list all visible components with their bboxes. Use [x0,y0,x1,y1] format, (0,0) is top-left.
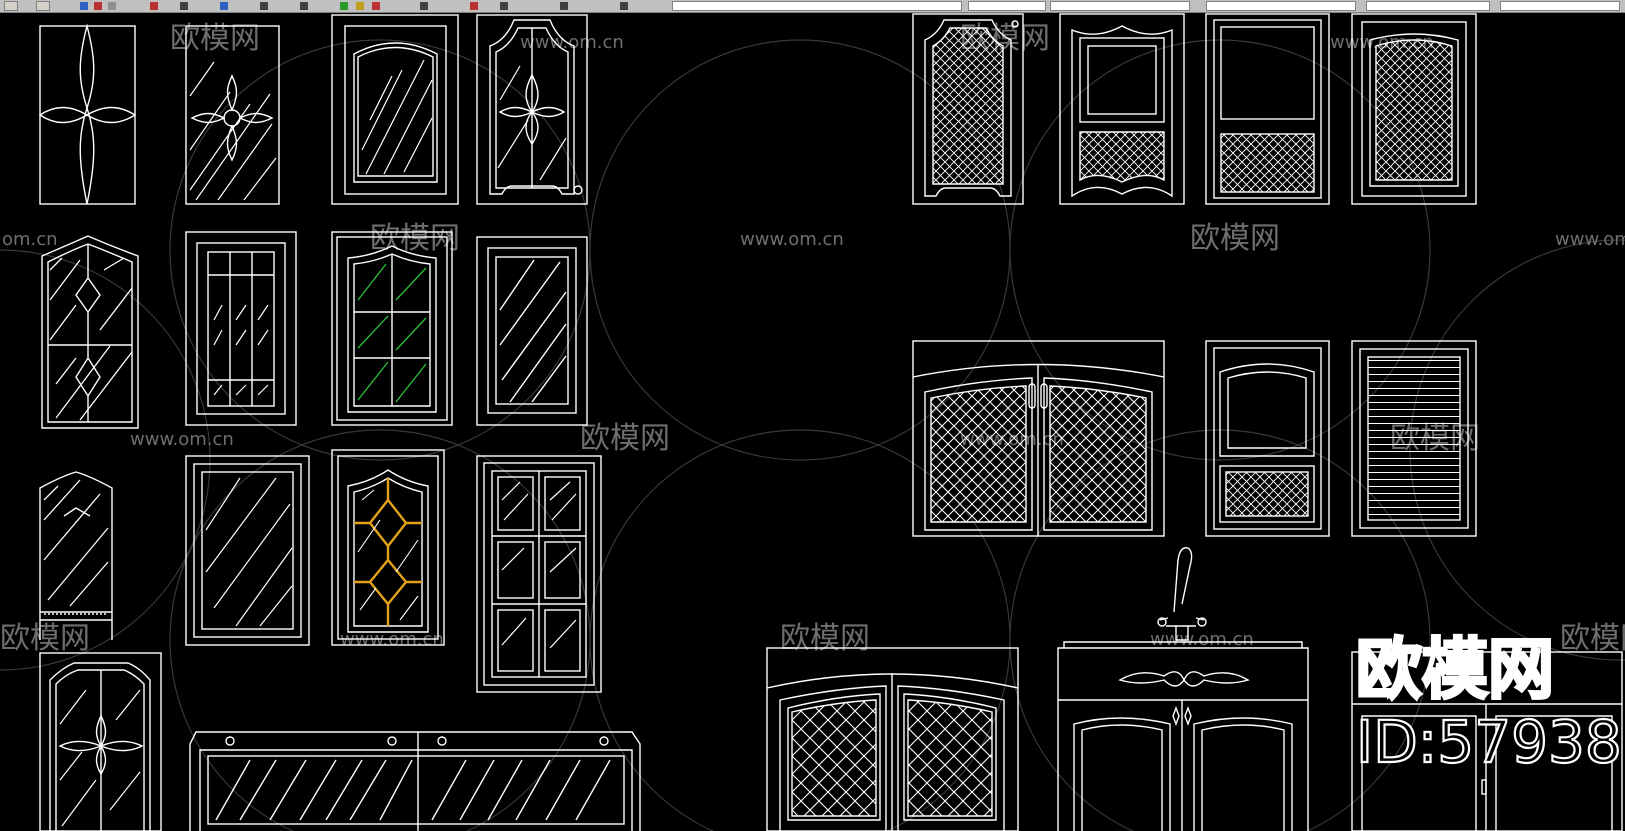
drawing-canvas[interactable]: 欧模网 www.om.cn 欧模网 www.om.cn om.cn 欧模网 ww… [0,13,1625,831]
toolbar-icon-a[interactable] [80,2,88,10]
watermark-brand: 欧模网 [0,621,90,656]
watermark-site: www.om.cn [740,229,844,250]
toolbar-icon-l[interactable] [420,2,428,10]
watermark-site: www.om.cn [1150,629,1254,650]
door-arched-lattice-panel[interactable] [1205,340,1330,537]
door-lattice-arched-b[interactable] [1351,13,1477,205]
watermark-site: www.om.cn [1555,229,1625,250]
watermark-brand: 欧模网 [370,221,460,256]
cabinet-double-diamond[interactable] [766,647,1019,831]
door-arched-leaded-a[interactable] [476,14,588,205]
watermark-brand: 欧模网 [1560,621,1625,656]
toolbar-icon-i[interactable] [340,2,348,10]
toolbar-icon-c[interactable] [108,2,116,10]
watermark-site: www.om.cn [130,429,234,450]
toolbar-button-new[interactable] [4,1,18,11]
watermark-brand: 欧模网 [170,21,260,56]
watermark-layer [0,39,1625,831]
door-lattice-arched-a[interactable] [912,13,1024,205]
toolbar-icon-p[interactable] [620,2,628,10]
color-dropdown[interactable] [968,1,1046,11]
door-lattice-raised-panel[interactable] [1059,13,1185,205]
cabinet-double-lattice[interactable] [912,340,1165,537]
toolbar-icon-h[interactable] [300,2,308,10]
watermark-site: www.om.cn [520,32,624,53]
door-arched-diamond[interactable] [41,235,139,429]
brand-title: 欧模网 [1356,631,1554,708]
door-arched-glass-a[interactable] [331,14,459,205]
cabinet-partial-right[interactable] [1351,651,1623,831]
toolbar-icon-b[interactable] [94,2,102,10]
linetype-dropdown[interactable] [1050,1,1190,11]
toolbar-icon-n[interactable] [500,2,508,10]
door-six-panel-glass[interactable] [476,455,602,693]
watermark-site: om.cn [2,229,58,250]
toolbar-icon-k[interactable] [372,2,380,10]
toolbar-icon-f[interactable] [220,2,228,10]
extra-dropdown[interactable] [1500,1,1620,11]
toolbar-icon-j[interactable] [356,2,364,10]
toolbar-icon-m[interactable] [470,2,478,10]
plotstyle-dropdown[interactable] [1366,1,1490,11]
door-gold-leaded[interactable] [331,449,445,646]
door-green-grid[interactable] [331,231,453,426]
cad-toolbar [0,0,1625,13]
brand-block: 欧模网 ID:579387 [1355,630,1625,778]
toolbar-button-open[interactable] [36,1,50,11]
door-louvered[interactable] [1351,340,1477,537]
watermark-brand: 欧模网 [780,621,870,656]
door-diagonal-glass-a[interactable] [476,236,588,426]
door-tall-glass-partial[interactable] [39,471,113,640]
door-square-lattice[interactable] [1205,13,1330,205]
layer-dropdown[interactable] [672,1,962,11]
door-petal-a[interactable] [38,23,137,205]
toolbar-icon-d[interactable] [150,2,158,10]
door-framed-glass-a[interactable] [185,455,310,646]
lineweight-dropdown[interactable] [1206,1,1356,11]
toolbar-icon-o[interactable] [560,2,568,10]
cabinet-sink-base[interactable] [1057,641,1309,831]
door-mullion-glass[interactable] [185,231,297,426]
sink-faucet [1157,547,1207,641]
brand-id: ID:579387 [1356,708,1625,776]
toolbar-icon-g[interactable] [260,2,268,10]
watermark-brand: 欧模网 [1190,221,1280,256]
door-arched-leaded-b[interactable] [39,652,162,831]
toolbar-icon-e[interactable] [180,2,188,10]
watermark-brand: 欧模网 [580,421,670,456]
door-petal-b[interactable] [185,25,280,205]
panel-horizontal-glass[interactable] [189,731,641,831]
